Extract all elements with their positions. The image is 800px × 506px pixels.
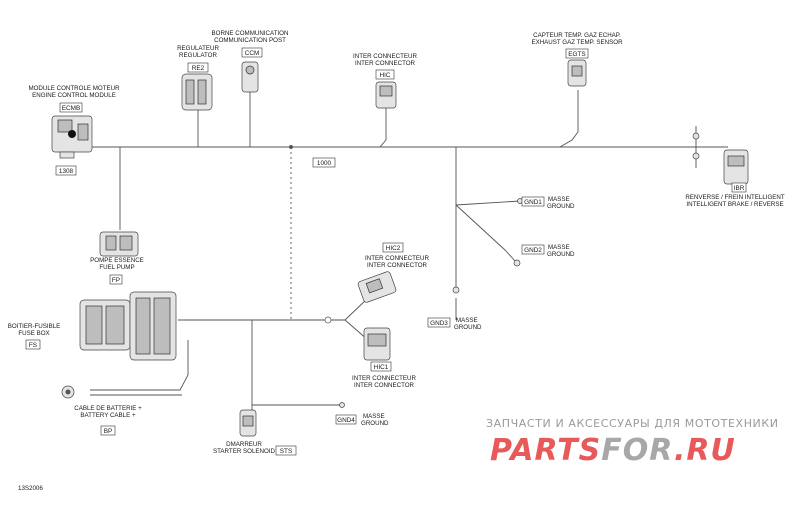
harness-wires: [88, 90, 728, 410]
gnd1-label-en: GROUND: [547, 203, 575, 210]
hic-tag: HIC: [379, 72, 390, 79]
figure-code: 13S2006: [18, 485, 43, 492]
fuse-box-label-fr: BOITIER-FUSIBLE: [8, 323, 61, 330]
watermark: ЗАПЧАСТИ И АКСЕССУАРЫ ДЛЯ МОТОТЕХНИКИ PA…: [486, 417, 779, 468]
hic2-label-en: INTER CONNECTOR: [367, 262, 428, 269]
ccm-tag: CCM: [245, 50, 260, 57]
regulator-tag: RE2: [192, 65, 205, 72]
hic2-label-fr: INTER CONNECTEUR: [365, 255, 429, 262]
ccm-label-fr: BORNE COMMUNICATION: [212, 30, 289, 37]
egts-component: [567, 59, 587, 87]
ecm-component: [51, 115, 93, 159]
gnd1-tag: GND1: [524, 199, 542, 206]
tag-boxes: [25, 47, 747, 456]
starter-tag: STS: [280, 448, 292, 455]
battery-cable-label-en: BATTERY CABLE +: [80, 412, 136, 419]
battery-cable-tag: BP: [104, 428, 113, 435]
hic1-component: [363, 327, 391, 361]
starter-label-fr: DMARREUR: [226, 441, 262, 448]
egts-label-fr: CAPTEUR TEMP. GAZ ECHAP.: [533, 32, 621, 39]
fuse-box-tag: FS: [29, 342, 37, 349]
hic1-label-en: INTER CONNECTOR: [354, 382, 415, 389]
watermark-brand-part2: FOR: [601, 433, 674, 468]
ccm-label-en: COMMUNICATION POST: [214, 37, 286, 44]
egts-tag: EGTS: [568, 51, 585, 58]
communication-post-component: [241, 61, 259, 93]
gnd3-tag: GND3: [430, 320, 448, 327]
ecm-plug-tag: 1308: [59, 168, 74, 175]
ecm-label-fr: MODULE CONTROLE MOTEUR: [28, 85, 120, 92]
gnd3-label-fr: MASSE: [456, 317, 478, 324]
fuel-pump-tag: FP: [112, 277, 120, 284]
hic-component: [375, 81, 397, 109]
hic1-tag: HIC1: [374, 364, 389, 371]
regulator-component: [181, 73, 213, 111]
gnd3-label-en: GROUND: [454, 324, 482, 331]
watermark-tagline: ЗАПЧАСТИ И АКСЕССУАРЫ ДЛЯ МОТОТЕХНИКИ: [486, 417, 779, 430]
fuel-pump-component: [99, 231, 139, 257]
battery-cable-label-fr: CABLE DE BATTERIE +: [74, 405, 142, 412]
hic2-component: [357, 271, 397, 303]
hic-label-en: INTER CONNECTOR: [355, 60, 416, 67]
ibr-component: [692, 132, 749, 185]
hic-label-fr: INTER CONNECTEUR: [353, 53, 417, 60]
egts-label-en: EXHAUST GAZ TEMP. SENSOR: [531, 39, 623, 46]
fuel-pump-label-fr: POMPE ESSENCE: [90, 257, 144, 264]
ibr-label-fr: RENVERSE / FREIN INTELLIGENT: [685, 194, 785, 201]
ecm-label-en: ENGINE CONTROL MODULE: [32, 92, 116, 99]
regulator-label-fr: REGULATEUR: [177, 45, 219, 52]
starter-solenoid-component: [239, 409, 257, 437]
ibr-tag: IBR: [734, 185, 745, 192]
bundle-tag: 1000: [317, 160, 332, 167]
fuse-box-component: [79, 291, 177, 361]
watermark-brand-part3: .RU: [674, 433, 736, 468]
gnd2-tag: GND2: [524, 247, 542, 254]
hic1-label-fr: INTER CONNECTEUR: [352, 375, 416, 382]
ground-lugs: [339, 198, 523, 408]
regulator-label-en: REGULATOR: [179, 52, 217, 59]
fuse-box-label-en: FUSE BOX: [18, 330, 49, 337]
gnd4-label-en: GROUND: [361, 420, 389, 427]
gnd2-label-fr: MASSE: [548, 244, 570, 251]
watermark-brand: PARTSFOR.RU: [490, 433, 736, 468]
gnd4-label-fr: MASSE: [363, 413, 385, 420]
fuel-pump-label-en: FUEL PUMP: [99, 264, 134, 271]
gnd2-label-en: GROUND: [547, 251, 575, 258]
watermark-brand-part1: PARTS: [490, 433, 601, 468]
hic2-tag: HIC2: [386, 245, 401, 252]
splice-marks: [289, 145, 332, 324]
starter-label-en: STARTER SOLENOID: [213, 448, 276, 455]
gnd1-label-fr: MASSE: [548, 196, 570, 203]
ecm-tag: ECMB: [62, 105, 80, 112]
gnd4-tag: GND4: [337, 417, 355, 424]
battery-cable-component: [61, 385, 75, 399]
ibr-label-en: INTELLIGENT BRAKE / REVERSE: [686, 201, 783, 208]
